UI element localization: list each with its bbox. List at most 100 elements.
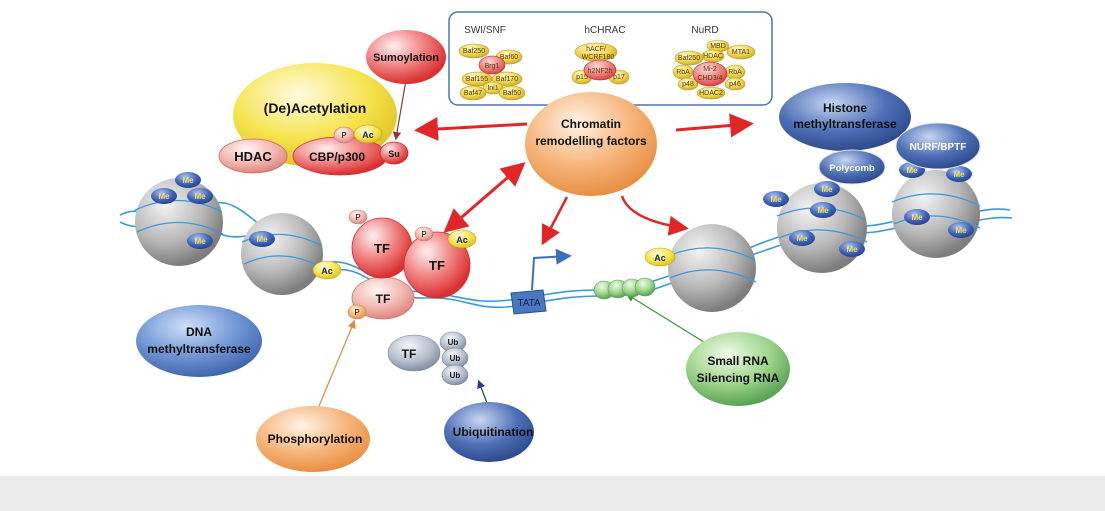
tf-label: TF — [429, 258, 445, 273]
me-mark: Me — [904, 209, 930, 225]
methyl-marks: Me Me Me Me Me Me Me Me Me Me Me Me Me M… — [151, 162, 974, 257]
polycomb-node: Polycomb — [818, 149, 886, 185]
ub-label: Ub — [450, 354, 461, 363]
nurd-cluster: MBD Baf250 HDAC MTA1 RbA RbA p48 p46 HDA… — [672, 39, 756, 100]
nurd-subunit: Baf250 — [678, 55, 700, 62]
arrows — [318, 79, 754, 407]
me-label: Me — [846, 245, 858, 254]
small-rna-label-line1: Small RNA — [707, 354, 769, 368]
nurd-subunit: HDAC2 — [699, 90, 723, 97]
nurd-subunit: RbA — [728, 69, 742, 76]
swisnf-cluster: Baf250 Baf60 Brg1 Baf155 Baf170 Ini1 Baf… — [458, 43, 526, 101]
hchrac-cluster: hACF/ WCRF180 p15 p17 h2NF2h — [571, 42, 630, 85]
hchrac-subunit: hACF/ — [586, 46, 606, 53]
small-rna-beads — [593, 277, 656, 300]
histone-methyltransferase-node: Histone methyltransferase — [779, 83, 911, 151]
arrow-to-histone — [675, 113, 754, 138]
swisnf-subunit: Baf50 — [503, 90, 521, 97]
hdac-label: HDAC — [234, 149, 272, 164]
su-label: Su — [388, 149, 400, 159]
swisnf-subunit: Ini1 — [487, 85, 498, 92]
nurd-subunit: RbA — [676, 69, 690, 76]
deacetylation-label: (De)Acetylation — [264, 100, 367, 116]
footer-bar — [0, 476, 1105, 511]
ac-mark-right: Ac — [644, 247, 676, 267]
chromatin-label-line1: Chromatin — [561, 117, 621, 131]
me-mark: Me — [175, 172, 201, 188]
me-mark: Me — [763, 191, 789, 207]
me-mark: Me — [249, 231, 275, 247]
nurd-subunit: CHD3/4 — [698, 75, 723, 82]
nurd-subunit: Mi-2 — [703, 66, 717, 73]
hchrac-subunit: WCRF180 — [582, 54, 615, 61]
me-label: Me — [821, 185, 833, 194]
ubiquitinated-tf: TF Ub Ub Ub — [387, 331, 469, 386]
dna-label-line1: DNA — [186, 325, 212, 339]
ac-mark-left: Ac — [312, 260, 342, 280]
nurd-subunit: HDAC — [703, 53, 723, 60]
nurd-title: NuRD — [691, 25, 718, 36]
chromatin-label-line2: remodelling factors — [535, 134, 647, 148]
small-rna-label-line2: Silencing RNA — [697, 371, 780, 385]
swisnf-subunit: Baf47 — [464, 90, 482, 97]
cbp-label: CBP/p300 — [309, 150, 365, 164]
nurd-subunit: p46 — [729, 81, 741, 88]
hchrac-subunit: h2NF2h — [588, 68, 613, 75]
ub-label: Ub — [450, 371, 461, 380]
arrow-sumoylation — [392, 79, 407, 141]
tf-cluster: TF TF TF P P Ac P — [347, 209, 477, 320]
nucleosome — [241, 213, 323, 295]
swisnf-subunit: Baf170 — [496, 76, 518, 83]
hchrac-title: hCHRAC — [584, 25, 625, 36]
swisnf-subunit: Baf155 — [466, 76, 488, 83]
tata-label: TATA — [517, 298, 541, 309]
sumoylation-label: Sumoylation — [373, 52, 439, 64]
me-label: Me — [955, 226, 967, 235]
tf-label: TF — [374, 241, 390, 256]
me-mark: Me — [810, 202, 836, 218]
ac-label: Ac — [654, 253, 666, 263]
me-label: Me — [182, 176, 194, 185]
dna-label-line2: methyltransferase — [147, 342, 251, 356]
ub-label: Ub — [448, 338, 459, 347]
me-mark: Me — [946, 166, 972, 182]
arrow-to-nucleosome — [620, 195, 689, 236]
small-rna-node: Small RNA Silencing RNA — [686, 332, 790, 406]
arrow-phosphorylation — [318, 319, 356, 407]
p-label: P — [421, 230, 426, 239]
tata-box: TATA — [510, 248, 572, 315]
swisnf-title: SWI/SNF — [464, 25, 506, 36]
nucleosome — [667, 224, 757, 312]
histone-label-line2: methyltransferase — [793, 117, 897, 131]
me-label: Me — [796, 234, 808, 243]
chromatin-remodelling-node: Chromatin remodelling factors — [525, 92, 657, 196]
me-label: Me — [194, 192, 206, 201]
histone-label-line1: Histone — [823, 101, 867, 115]
me-label: Me — [817, 206, 829, 215]
me-mark: Me — [814, 181, 840, 197]
me-mark: Me — [789, 230, 815, 246]
me-label: Me — [911, 213, 923, 222]
nurd-subunit: MTA1 — [732, 49, 750, 56]
me-label: Me — [953, 170, 965, 179]
swisnf-subunit: Brg1 — [485, 63, 500, 70]
arrow-to-cbp — [414, 117, 528, 141]
tf-label: TF — [402, 347, 417, 361]
me-mark: Me — [187, 233, 213, 249]
swisnf-subunit: Baf60 — [500, 54, 518, 61]
polycomb-label: Polycomb — [829, 163, 875, 174]
arrow-to-tf — [443, 162, 526, 233]
nurd-subunit: MBD — [710, 43, 726, 50]
acetylation-complex: (De)Acetylation HDAC CBP/p300 Su P Ac — [218, 63, 409, 176]
me-mark: Me — [948, 222, 974, 238]
sumoylation-node: Sumoylation — [366, 30, 446, 84]
remodelling-complexes-box: SWI/SNF hCHRAC NuRD Baf250 Baf60 Brg1 Ba… — [448, 11, 773, 106]
nurd-subunit: p48 — [682, 81, 694, 88]
me-mark: Me — [151, 188, 177, 204]
nurf-node: NURF/BPTF — [895, 122, 981, 170]
me-label: Me — [256, 235, 268, 244]
me-label: Me — [158, 192, 170, 201]
chromatin-diagram: SWI/SNF hCHRAC NuRD Baf250 Baf60 Brg1 Ba… — [119, 11, 1013, 472]
p-label: P — [354, 308, 359, 317]
